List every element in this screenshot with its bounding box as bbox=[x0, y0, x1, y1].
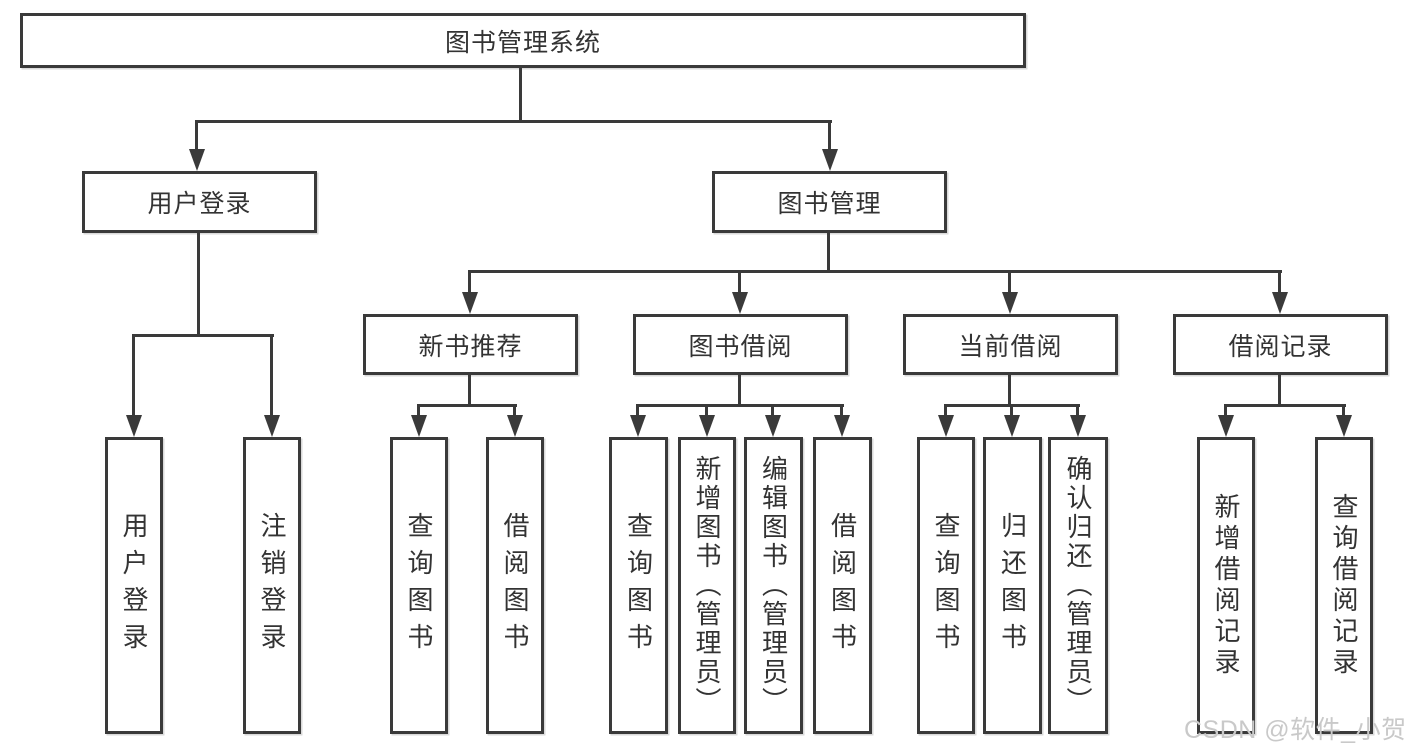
leaf-borrowing-add-books: 新增图书（管理员） bbox=[678, 437, 736, 734]
arrow-down-icon bbox=[1070, 415, 1086, 437]
watermark-text: CSDN @软件_小贺同学 bbox=[1184, 716, 1405, 744]
leaf-current-confirm-return: 确认归还（管理员） bbox=[1048, 437, 1108, 734]
connector-vline bbox=[468, 375, 471, 406]
arrow-down-icon bbox=[507, 415, 523, 437]
node-book-borrowing: 图书借阅 bbox=[633, 314, 848, 375]
connector-vline bbox=[1008, 375, 1011, 406]
connector-vline bbox=[636, 404, 639, 417]
arrow-down-icon bbox=[462, 292, 478, 314]
leaf-label: 查询借阅记录 bbox=[1329, 492, 1359, 679]
connector-hline bbox=[132, 334, 274, 337]
arrow-down-icon bbox=[126, 415, 142, 437]
arrow-down-icon bbox=[411, 415, 427, 437]
connector-vline bbox=[270, 334, 273, 415]
node-new-book-recommend: 新书推荐 bbox=[363, 314, 578, 375]
arrow-down-icon bbox=[732, 292, 748, 314]
node-root: 图书管理系统 bbox=[20, 13, 1026, 68]
connector-vline bbox=[417, 404, 420, 417]
connector-vline bbox=[738, 270, 741, 294]
node-root-label: 图书管理系统 bbox=[444, 28, 601, 57]
leaf-label: 注销登录 bbox=[257, 511, 287, 660]
connector-vline bbox=[1278, 375, 1281, 406]
leaf-label: 查询图书 bbox=[931, 511, 961, 660]
connector-vline bbox=[197, 233, 200, 336]
connector-hline bbox=[1224, 404, 1346, 407]
leaf-label: 借阅图书 bbox=[827, 511, 858, 660]
leaf-label: 新增借阅记录 bbox=[1211, 492, 1241, 679]
node-label: 图书借阅 bbox=[688, 332, 793, 361]
leaf-label: 确认归还（管理员） bbox=[1063, 455, 1093, 716]
leaf-records-query-record: 查询借阅记录 bbox=[1315, 437, 1373, 734]
connector-vline bbox=[944, 404, 947, 417]
connector-vline bbox=[132, 334, 135, 415]
arrow-down-icon bbox=[1272, 292, 1288, 314]
arrow-down-icon bbox=[1336, 415, 1352, 437]
leaf-current-return-books: 归还图书 bbox=[983, 437, 1042, 734]
node-current-borrowing: 当前借阅 bbox=[903, 314, 1118, 375]
leaf-label: 编辑图书（管理员） bbox=[758, 455, 789, 716]
arrow-down-icon bbox=[938, 415, 954, 437]
arrow-down-icon bbox=[834, 415, 850, 437]
leaf-label: 查询图书 bbox=[623, 511, 654, 660]
leaf-recommend-query-books: 查询图书 bbox=[390, 437, 448, 734]
connector-hline bbox=[417, 404, 517, 407]
leaf-label: 借阅图书 bbox=[500, 511, 530, 660]
connector-vline bbox=[1342, 404, 1345, 417]
connector-vline bbox=[1224, 404, 1227, 417]
leaf-recommend-borrow-books: 借阅图书 bbox=[486, 437, 544, 734]
arrow-down-icon bbox=[264, 415, 280, 437]
connector-hline bbox=[636, 404, 844, 407]
connector-vline bbox=[468, 270, 471, 294]
connector-vline bbox=[771, 404, 774, 417]
leaf-label: 查询图书 bbox=[404, 511, 434, 660]
arrow-down-icon bbox=[1218, 415, 1234, 437]
leaf-label: 用户登录 bbox=[119, 511, 149, 660]
node-label: 新书推荐 bbox=[418, 332, 523, 361]
arrow-down-icon bbox=[699, 415, 715, 437]
node-user-login: 用户登录 bbox=[82, 171, 317, 233]
connector-vline bbox=[195, 120, 198, 152]
leaf-borrowing-borrow-books: 借阅图书 bbox=[813, 437, 872, 734]
arrow-down-icon bbox=[822, 149, 838, 171]
leaf-label: 归还图书 bbox=[997, 511, 1028, 660]
arrow-down-icon bbox=[189, 149, 205, 171]
node-label: 图书管理 bbox=[777, 190, 882, 218]
leaf-logout: 注销登录 bbox=[243, 437, 301, 734]
connector-vline bbox=[738, 375, 741, 406]
node-label: 借阅记录 bbox=[1228, 332, 1333, 361]
leaf-current-query-books: 查询图书 bbox=[917, 437, 975, 734]
leaf-label: 新增图书（管理员） bbox=[692, 455, 722, 716]
leaf-user-login: 用户登录 bbox=[105, 437, 163, 734]
connector-hline bbox=[196, 120, 832, 123]
connector-vline bbox=[705, 404, 708, 417]
leaf-records-add-record: 新增借阅记录 bbox=[1197, 437, 1255, 734]
connector-vline bbox=[1008, 270, 1011, 294]
connector-vline bbox=[513, 404, 516, 417]
arrow-down-icon bbox=[630, 415, 646, 437]
leaf-borrowing-edit-books: 编辑图书（管理员） bbox=[744, 437, 803, 734]
node-label: 当前借阅 bbox=[958, 332, 1063, 361]
connector-vline bbox=[519, 68, 522, 122]
arrow-down-icon bbox=[1004, 415, 1020, 437]
node-book-management: 图书管理 bbox=[712, 171, 947, 233]
leaf-borrowing-query-books: 查询图书 bbox=[609, 437, 668, 734]
connector-vline bbox=[827, 233, 830, 272]
node-label: 用户登录 bbox=[147, 190, 252, 218]
connector-vline bbox=[1076, 404, 1079, 417]
node-borrowing-records: 借阅记录 bbox=[1173, 314, 1388, 375]
arrow-down-icon bbox=[1002, 292, 1018, 314]
connector-vline bbox=[840, 404, 843, 417]
connector-vline bbox=[1010, 404, 1013, 417]
connector-vline bbox=[1278, 270, 1281, 294]
connector-vline bbox=[828, 120, 831, 152]
arrow-down-icon bbox=[765, 415, 781, 437]
connector-hline bbox=[469, 270, 1282, 273]
